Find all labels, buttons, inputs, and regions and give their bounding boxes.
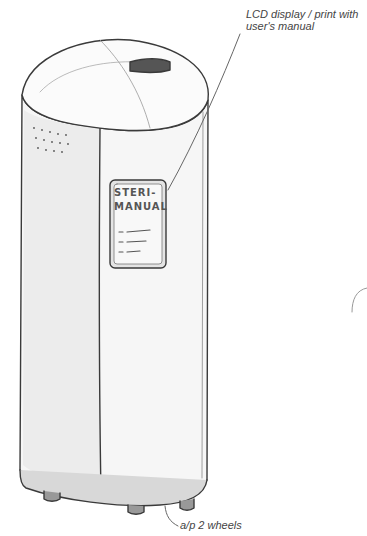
wheel [180, 499, 194, 510]
display-panel [110, 180, 166, 268]
device-body [20, 95, 208, 496]
adjacent-sketch [352, 288, 367, 312]
wheel [44, 491, 60, 501]
side-shading [23, 110, 100, 490]
face-edge [202, 112, 203, 478]
top-slot [130, 59, 170, 72]
wheel [128, 505, 144, 514]
top-cap [22, 39, 208, 130]
manual-lines [119, 230, 150, 252]
cap-line [100, 40, 150, 128]
annotation-note: a/p 2 wheels [180, 519, 300, 531]
annotation-note: LCD display / print with user's manual [246, 8, 364, 32]
device-base [20, 470, 207, 506]
face-edge [99, 128, 101, 494]
leader-line [165, 506, 178, 526]
cap-highlight [40, 62, 140, 92]
speaker-holes [33, 127, 69, 153]
leader-line [168, 34, 240, 190]
panel-title: STERI- MANUAL [110, 180, 166, 214]
display-panel-node: STERI- MANUAL [110, 180, 166, 232]
